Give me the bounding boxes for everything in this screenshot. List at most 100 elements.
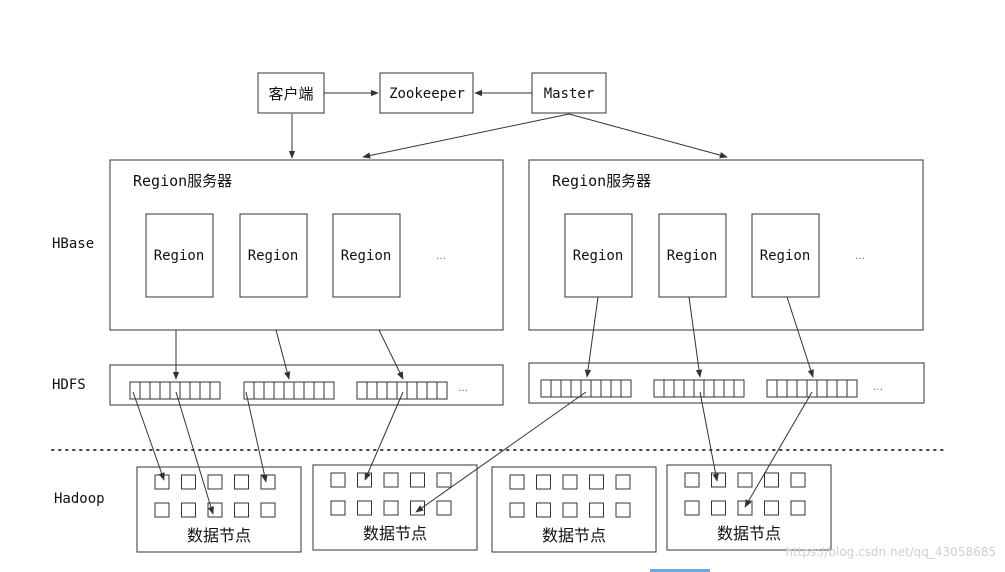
region-box — [239, 213, 308, 298]
data-block-square — [536, 474, 551, 490]
hdfs-block-cell — [283, 381, 295, 400]
hdfs-block-cell — [590, 379, 602, 398]
arrow-region-hdfs — [378, 329, 404, 380]
data-block-square — [260, 502, 276, 518]
zookeeper-box — [379, 72, 474, 114]
hdfs-block-cell — [653, 379, 665, 398]
hdfs-block-cell — [273, 381, 285, 400]
hdfs-block-cell — [179, 381, 191, 400]
layer-label-hadoop: Hadoop — [54, 491, 105, 507]
data-block-square — [181, 474, 196, 490]
hdfs-block-cell — [243, 381, 255, 400]
arrow-region-hdfs — [275, 329, 291, 380]
hdfs-block-cell — [620, 379, 632, 398]
region-label: Region — [248, 248, 299, 264]
hdfs-block-cell — [550, 379, 562, 398]
region-label: Region — [573, 248, 624, 264]
hdfs-block-cell — [846, 379, 858, 398]
hdfs-block-cell — [663, 379, 675, 398]
region-ellipsis: … — [436, 251, 446, 262]
hdfs-block-cell — [303, 381, 315, 400]
hdfs-block-cell — [376, 381, 388, 400]
data-block-square — [330, 500, 346, 516]
hdfs-block-cell — [560, 379, 572, 398]
hdfs-block-cell — [713, 379, 725, 398]
master-box — [531, 72, 607, 114]
region-label: Region — [154, 248, 205, 264]
data-block-square — [764, 500, 779, 516]
data-block-square — [684, 500, 700, 516]
hdfs-block-cell — [366, 381, 378, 400]
arrow-master-region-server-1 — [362, 113, 570, 159]
hdfs-block-cell — [570, 379, 582, 398]
hdfs-block-cell — [673, 379, 685, 398]
data-block-square — [509, 474, 525, 490]
hdfs-block-cell — [386, 381, 398, 400]
data-block-square — [154, 502, 170, 518]
hdfs-block-cell — [610, 379, 622, 398]
arrow-region-hdfs — [584, 296, 599, 378]
hdfs-block-cell — [356, 381, 368, 400]
hdfs-block-cell — [786, 379, 798, 398]
arrow-hdfs-datanode — [175, 391, 214, 515]
hdfs-block-cell — [776, 379, 788, 398]
layer-label-hbase: HBase — [52, 236, 94, 252]
data-block-square — [615, 474, 631, 490]
hdfs-block-cell — [149, 381, 161, 400]
hdfs-ellipsis: … — [873, 382, 883, 393]
hdfs-block-cell — [416, 381, 428, 400]
data-node-label: 数据节点 — [542, 526, 606, 545]
data-block-square — [536, 502, 551, 518]
arrow-region-hdfs — [688, 296, 703, 378]
data-block-square — [737, 472, 753, 488]
data-block-square — [436, 472, 452, 488]
hdfs-block-cell — [263, 381, 275, 400]
data-block-square — [764, 472, 779, 488]
hdfs-ellipsis: … — [458, 383, 468, 394]
data-block-square — [357, 472, 372, 488]
data-block-square — [509, 502, 525, 518]
bottom-accent-bar — [650, 569, 710, 572]
hdfs-block-cell — [139, 381, 151, 400]
hdfs-block-cell — [199, 381, 211, 400]
data-block-square — [711, 472, 726, 488]
hdfs-block-cell — [209, 381, 221, 400]
hdfs-block-cell — [313, 381, 325, 400]
hdfs-block-cell — [826, 379, 838, 398]
data-block-square — [589, 502, 604, 518]
arrow-hdfs-datanode — [744, 391, 813, 508]
data-block-square — [383, 472, 399, 488]
hdfs-block-cell — [189, 381, 201, 400]
region-box — [332, 213, 401, 298]
data-block-square — [790, 472, 806, 488]
hdfs-block-cell — [323, 381, 335, 400]
data-node-label: 数据节点 — [363, 524, 427, 543]
data-node-label: 数据节点 — [717, 524, 781, 543]
data-node-label: 数据节点 — [187, 526, 251, 545]
hdfs-block-cell — [169, 381, 181, 400]
client-label: 客户端 — [268, 85, 313, 103]
arrow-hdfs-datanode — [699, 391, 719, 482]
hdfs-block-cell — [766, 379, 778, 398]
hdfs-block-cell — [806, 379, 818, 398]
data-block-square — [330, 472, 346, 488]
hdfs-block-cell — [683, 379, 695, 398]
data-block-square — [711, 500, 726, 516]
data-block-square — [436, 500, 452, 516]
data-block-square — [383, 500, 399, 516]
hdfs-block-cell — [159, 381, 171, 400]
hdfs-block-groups — [129, 379, 858, 400]
region-label: Region — [341, 248, 392, 264]
region-box — [145, 213, 214, 298]
region-label: Region — [760, 248, 811, 264]
hdfs-block-cell — [703, 379, 715, 398]
data-block-square — [234, 474, 249, 490]
region-server-title: Region服务器 — [133, 172, 232, 190]
data-block-square — [589, 474, 604, 490]
data-block-square — [154, 474, 170, 490]
hdfs-block-cell — [600, 379, 612, 398]
hdfs-block-cell — [836, 379, 848, 398]
hdfs-block-cell — [396, 381, 408, 400]
